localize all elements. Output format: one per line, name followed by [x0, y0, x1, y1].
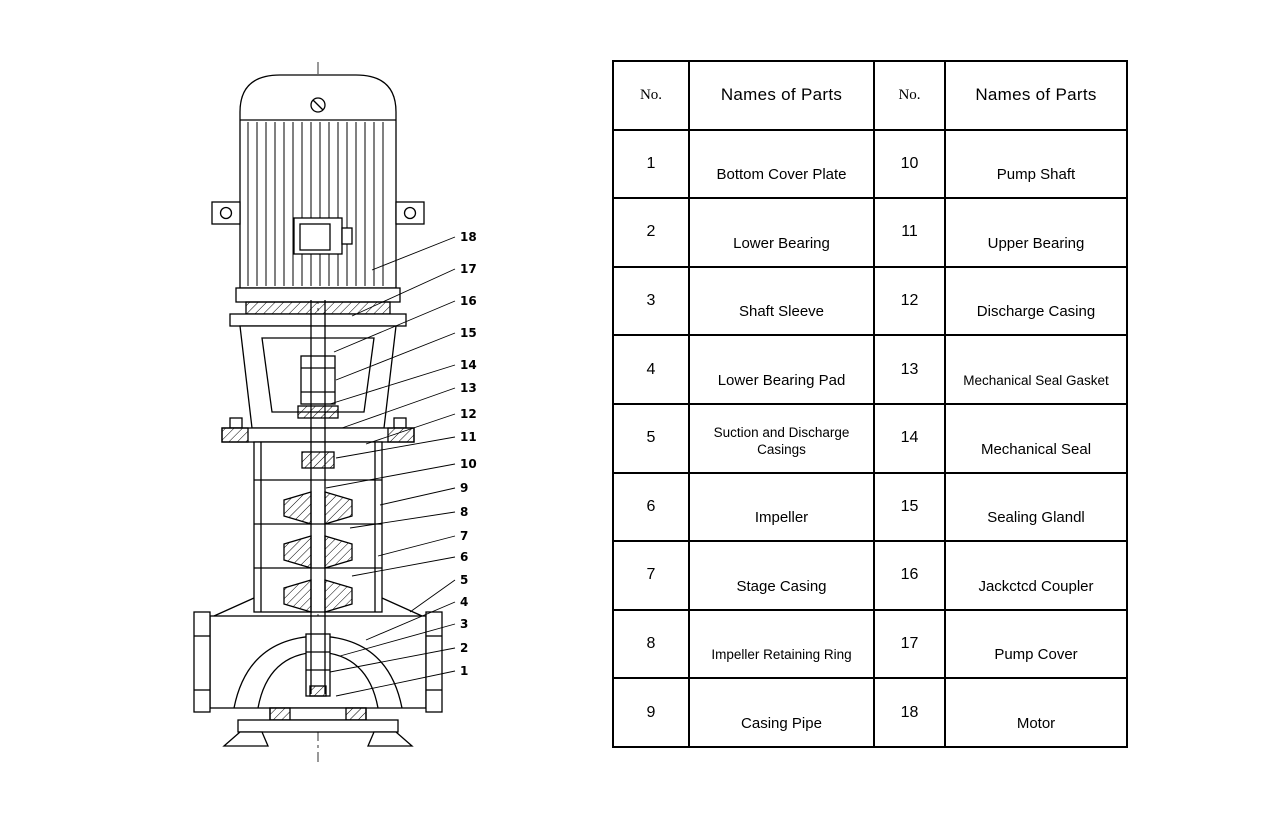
callout-11: 11	[460, 430, 477, 444]
upper-bearing	[301, 451, 335, 469]
cell-no: 13	[873, 336, 944, 403]
cell-part: Pump Shaft	[944, 130, 1126, 198]
cell-part: Bottom Cover Plate	[688, 130, 873, 198]
cell-part: Impeller	[688, 473, 873, 541]
callout-3: 3	[460, 617, 468, 631]
cell-no: 9	[646, 703, 656, 721]
callout-7: 7	[460, 529, 468, 543]
callout-numbers: 18 17 16 15 14 13 12 11 10 9 8 7 6 5 4 3…	[460, 230, 477, 678]
table-row: 9 Casing Pipe 18 Motor	[614, 677, 1126, 746]
callout-10: 10	[460, 457, 477, 471]
motor-fins	[247, 122, 384, 286]
cell-no: 2	[646, 223, 656, 241]
callout-8: 8	[460, 505, 468, 519]
cell-part: Shaft Sleeve	[688, 267, 873, 335]
suction-discharge-casing	[193, 597, 443, 747]
callout-6: 6	[460, 550, 468, 564]
parts-table: No. Names of Parts No. Names of Parts 1 …	[612, 60, 1128, 748]
table-header-row: No. Names of Parts No. Names of Parts	[614, 62, 1126, 129]
casing-pipe	[253, 441, 383, 613]
cell-no: 11	[873, 199, 944, 266]
cell-part: Jackctcd Coupler	[944, 542, 1126, 609]
cell-no: 6	[646, 497, 656, 515]
cell-part: Stage Casing	[688, 542, 873, 609]
cell-no: 18	[873, 679, 944, 746]
callout-14: 14	[460, 358, 477, 372]
callout-12: 12	[460, 407, 477, 421]
cell-part: Pump Cover	[944, 610, 1126, 678]
cell-no: 5	[646, 429, 656, 447]
cell-no: 14	[873, 404, 944, 472]
cell-part: Impeller Retaining Ring	[688, 610, 873, 678]
header-names-right: Names of Parts	[944, 62, 1126, 129]
table-row: 1 Bottom Cover Plate 10 Pump Shaft	[614, 128, 1126, 198]
cell-no: 7	[646, 566, 656, 584]
cell-part: Mechanical Seal Gasket	[944, 336, 1126, 403]
table-row: 6 Impeller 15 Sealing Glandl	[614, 471, 1126, 541]
cell-part: Motor	[944, 679, 1126, 746]
cell-no: 3	[646, 292, 656, 310]
table-row: 2 Lower Bearing 11 Upper Bearing	[614, 197, 1126, 266]
cell-no: 4	[646, 360, 656, 378]
cell-part: Lower Bearing Pad	[688, 336, 873, 403]
table-row: 4 Lower Bearing Pad 13 Mechanical Seal G…	[614, 334, 1126, 403]
callout-1: 1	[460, 664, 468, 678]
stage-stack	[253, 441, 383, 613]
cell-no: 1	[646, 154, 656, 172]
callout-4: 4	[460, 595, 468, 609]
header-no-left: No.	[639, 86, 663, 103]
header-names-left: Names of Parts	[688, 62, 873, 129]
table-row: 5 Suction and Discharge Casings 14 Mecha…	[614, 402, 1126, 472]
callout-leader-lines	[325, 236, 456, 697]
header-no-right: No.	[873, 62, 944, 129]
cell-no: 16	[873, 542, 944, 609]
cell-no: 10	[873, 130, 944, 198]
callout-15: 15	[460, 326, 477, 340]
table-row: 7 Stage Casing 16 Jackctcd Coupler	[614, 540, 1126, 609]
cell-part: Discharge Casing	[944, 267, 1126, 335]
cell-part: Upper Bearing	[944, 199, 1126, 266]
cell-no: 12	[873, 267, 944, 335]
pump-head-bracket	[221, 325, 415, 443]
cell-no: 15	[873, 473, 944, 541]
callout-5: 5	[460, 573, 468, 587]
coupling	[300, 355, 336, 405]
cell-part: Mechanical Seal	[944, 404, 1126, 472]
callout-13: 13	[460, 381, 477, 395]
pump-shaft	[310, 300, 326, 694]
table-row: 8 Impeller Retaining Ring 17 Pump Cover	[614, 608, 1126, 678]
cell-part: Lower Bearing	[688, 199, 873, 266]
cell-part: Suction and Discharge Casings	[688, 404, 873, 472]
motor	[211, 74, 425, 327]
callout-17: 17	[460, 262, 477, 276]
cell-no: 8	[646, 635, 656, 653]
cell-part: Casing Pipe	[688, 679, 873, 746]
cell-part: Sealing Glandl	[944, 473, 1126, 541]
table-row: 3 Shaft Sleeve 12 Discharge Casing	[614, 265, 1126, 335]
callout-16: 16	[460, 294, 477, 308]
callout-2: 2	[460, 641, 468, 655]
cell-no: 17	[873, 610, 944, 678]
callout-18: 18	[460, 230, 477, 244]
callout-9: 9	[460, 481, 468, 495]
pump-sectional-diagram: 18 17 16 15 14 13 12 11 10 9 8 7 6 5 4 3…	[193, 62, 477, 762]
impellers	[283, 491, 353, 613]
